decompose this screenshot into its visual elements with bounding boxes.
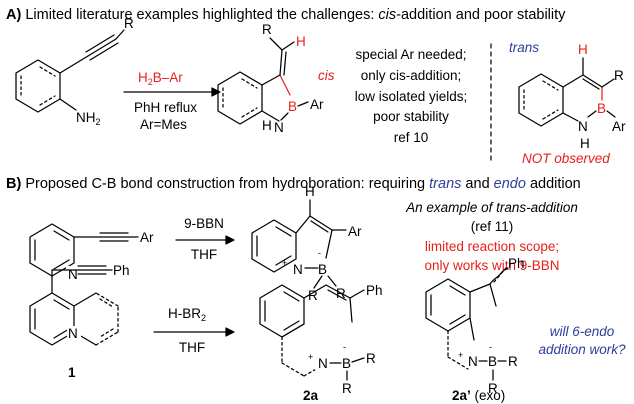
row1-solvent: THF bbox=[191, 247, 217, 262]
trans-label: trans bbox=[509, 40, 539, 55]
row1-product-n: N bbox=[293, 262, 303, 277]
p2a-n: N bbox=[318, 356, 328, 371]
row1-product: H Ar N + B - R R bbox=[251, 184, 362, 303]
arrow-a bbox=[123, 87, 221, 97]
compound-2a-label: 2a bbox=[303, 388, 319, 403]
trans-n: N bbox=[578, 119, 588, 134]
p2a-exo-r1: R bbox=[508, 354, 518, 369]
row1-notes: An example of trans-addition (ref 11) li… bbox=[405, 200, 578, 273]
row1-product-minus: - bbox=[318, 248, 321, 258]
not-observed-label: NOT observed bbox=[522, 151, 610, 166]
cis-product-h: H bbox=[296, 34, 306, 49]
cis-label: cis bbox=[318, 68, 335, 83]
section-a-notes: special Ar needed; only cis-addition; lo… bbox=[355, 47, 468, 145]
svg-text:low isolated yields;: low isolated yields; bbox=[355, 89, 468, 104]
cis-product-ar: Ar bbox=[310, 97, 324, 112]
compound-2a-exo-label: 2a’ (exo) bbox=[452, 388, 505, 403]
trans-b: B bbox=[597, 101, 606, 116]
trans-r: R bbox=[614, 68, 624, 83]
svg-text:only cis-addition;: only cis-addition; bbox=[361, 68, 462, 83]
trans-product-not-observed: trans H R B Ar N H NOT observed bbox=[509, 40, 626, 166]
product-2a-exo: Ph N + B - R R 2a’ (exo) bbox=[425, 256, 525, 403]
question-note: will 6-endo addition work? bbox=[538, 324, 626, 357]
section-b-title: B) Proposed C-B bond construction from h… bbox=[6, 176, 581, 192]
arrow-b2 bbox=[153, 327, 235, 337]
sm-quinoline-1: Ph N 1 bbox=[29, 263, 130, 380]
row1-sm-n: N bbox=[68, 267, 78, 282]
compound-1-label: 1 bbox=[68, 365, 76, 380]
svg-text:poor stability: poor stability bbox=[373, 109, 449, 124]
cis-product: R H cis B Ar N H bbox=[217, 22, 335, 135]
cis-product-b: B bbox=[288, 99, 297, 114]
row2-sm-ph: Ph bbox=[113, 263, 130, 278]
p2a-exo-plus: + bbox=[458, 350, 463, 360]
trans-ar: Ar bbox=[612, 119, 626, 134]
trans-nh: H bbox=[580, 136, 590, 151]
p2a-r2: R bbox=[342, 381, 352, 396]
arrow-b1 bbox=[175, 235, 235, 245]
cis-product-n: N bbox=[274, 120, 284, 135]
p2a-r1: R bbox=[366, 351, 376, 366]
sm-alkynylaniline: R NH2 bbox=[15, 16, 134, 127]
svg-text:special Ar needed;: special Ar needed; bbox=[355, 47, 466, 62]
row1-sm-ar: Ar bbox=[140, 230, 154, 245]
svg-text:limited reaction scope;: limited reaction scope; bbox=[425, 239, 559, 254]
condition-solvent: PhH reflux bbox=[134, 100, 197, 115]
p2a-exo-n: N bbox=[468, 354, 478, 369]
cis-product-r: R bbox=[262, 22, 272, 37]
sm-nh2-label: NH2 bbox=[76, 110, 101, 127]
row1-product-r1: R bbox=[308, 288, 318, 303]
p2a-exo-ph: Ph bbox=[508, 256, 525, 271]
svg-text:ref 10: ref 10 bbox=[394, 130, 429, 145]
p2a-exo-b: B bbox=[488, 354, 497, 369]
condition-ar: Ar=Mes bbox=[140, 117, 187, 132]
row1-product-ar: Ar bbox=[348, 224, 362, 239]
row2-sm-n: N bbox=[68, 326, 78, 341]
svg-text:will 6-endo: will 6-endo bbox=[550, 324, 615, 339]
cis-product-nh: H bbox=[262, 118, 272, 133]
svg-text:An example of trans-addition: An example of trans-addition bbox=[405, 200, 578, 215]
reagent-h2b-ar: H2B–Ar bbox=[138, 70, 183, 87]
section-a-title: A) Limited literature examples highlight… bbox=[6, 7, 566, 23]
sm-r-label: R bbox=[124, 16, 134, 31]
p2a-b: B bbox=[342, 356, 351, 371]
row2-solvent: THF bbox=[179, 340, 205, 355]
product-2a: Ph N + B - R R 2a bbox=[259, 283, 383, 403]
p2a-plus: + bbox=[308, 352, 313, 362]
row1-reagent: 9-BBN bbox=[184, 216, 224, 231]
row2-reagent: H-BR2 bbox=[168, 306, 206, 323]
p2a-ph: Ph bbox=[366, 283, 383, 298]
row1-product-plus: + bbox=[282, 258, 287, 268]
sm-alkynylpyridine: Ar N bbox=[29, 223, 154, 282]
svg-text:only works with 9-BBN: only works with 9-BBN bbox=[424, 258, 559, 273]
svg-text:addition work?: addition work? bbox=[538, 342, 626, 357]
p2a-exo-r2: R bbox=[488, 381, 498, 396]
svg-text:(ref 11): (ref 11) bbox=[471, 219, 514, 234]
p2a-minus: - bbox=[343, 342, 346, 352]
row1-product-h: H bbox=[305, 184, 315, 199]
p2a-exo-minus: - bbox=[489, 342, 492, 352]
row1-product-b: B bbox=[318, 262, 327, 277]
trans-h: H bbox=[578, 42, 588, 57]
